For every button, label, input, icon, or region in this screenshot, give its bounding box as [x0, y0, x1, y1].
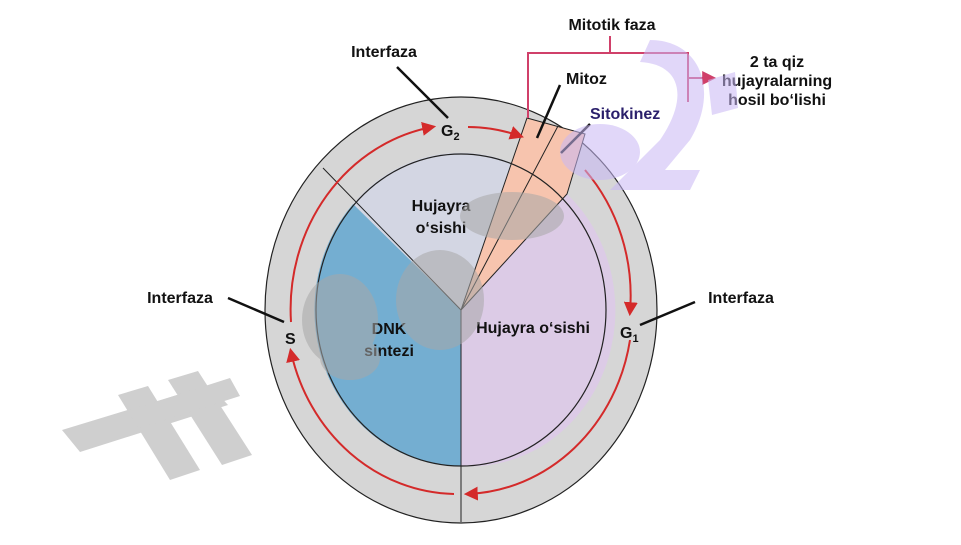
s-label: S: [285, 331, 296, 348]
dna-synthesis-line1: DNK: [372, 321, 407, 338]
mitotic-phase-label: Mitotik faza: [568, 17, 655, 34]
interphase-right-label: Interfaza: [708, 290, 774, 307]
mitosis-pointer: [535, 84, 562, 139]
arrow-cytokinesis-to-g1: [584, 169, 638, 317]
growth-top-line1: Hujayra: [412, 198, 471, 215]
watermark-purple-part: [560, 40, 738, 190]
g2-letter: G: [441, 123, 453, 140]
g2-label: G2: [441, 123, 460, 143]
g1-subscript: 1: [632, 333, 638, 345]
g1-sector: [461, 194, 616, 467]
cytokinesis-label: Sitokinez: [590, 106, 660, 123]
interphase-left-label: Interfaza: [147, 290, 213, 307]
s-sector: [314, 204, 461, 467]
interphase-top-label: Interfaza: [351, 44, 417, 61]
daughter-cells-label-line1: 2 ta qiz: [750, 54, 804, 71]
g1-letter: G: [620, 325, 632, 342]
interphase-right-pointer: [639, 300, 696, 327]
watermark-gray-part: [62, 192, 564, 480]
watermark: [62, 40, 738, 480]
arrow-g2-to-mitosis: [467, 126, 524, 140]
mitosis-label: Mitoz: [566, 71, 607, 88]
daughter-cells-label-line3: hosil bo‘lishi: [728, 92, 826, 109]
arrow-g1-to-bottom: [463, 339, 631, 501]
growth-right-label: Hujayra o‘sishi: [476, 320, 590, 337]
arrow-s-to-g2: [289, 121, 437, 323]
interphase-left-pointer: [227, 296, 285, 324]
interphase-top-pointer: [396, 66, 449, 119]
g2-subscript: 2: [453, 131, 459, 143]
g1-label: G1: [620, 325, 639, 345]
growth-top-line2: o‘sishi: [416, 220, 467, 237]
g2-sector: [353, 152, 523, 310]
daughter-cells-label-line2: hujayralarning: [722, 73, 832, 90]
arrow-bottom-to-s: [286, 347, 455, 495]
